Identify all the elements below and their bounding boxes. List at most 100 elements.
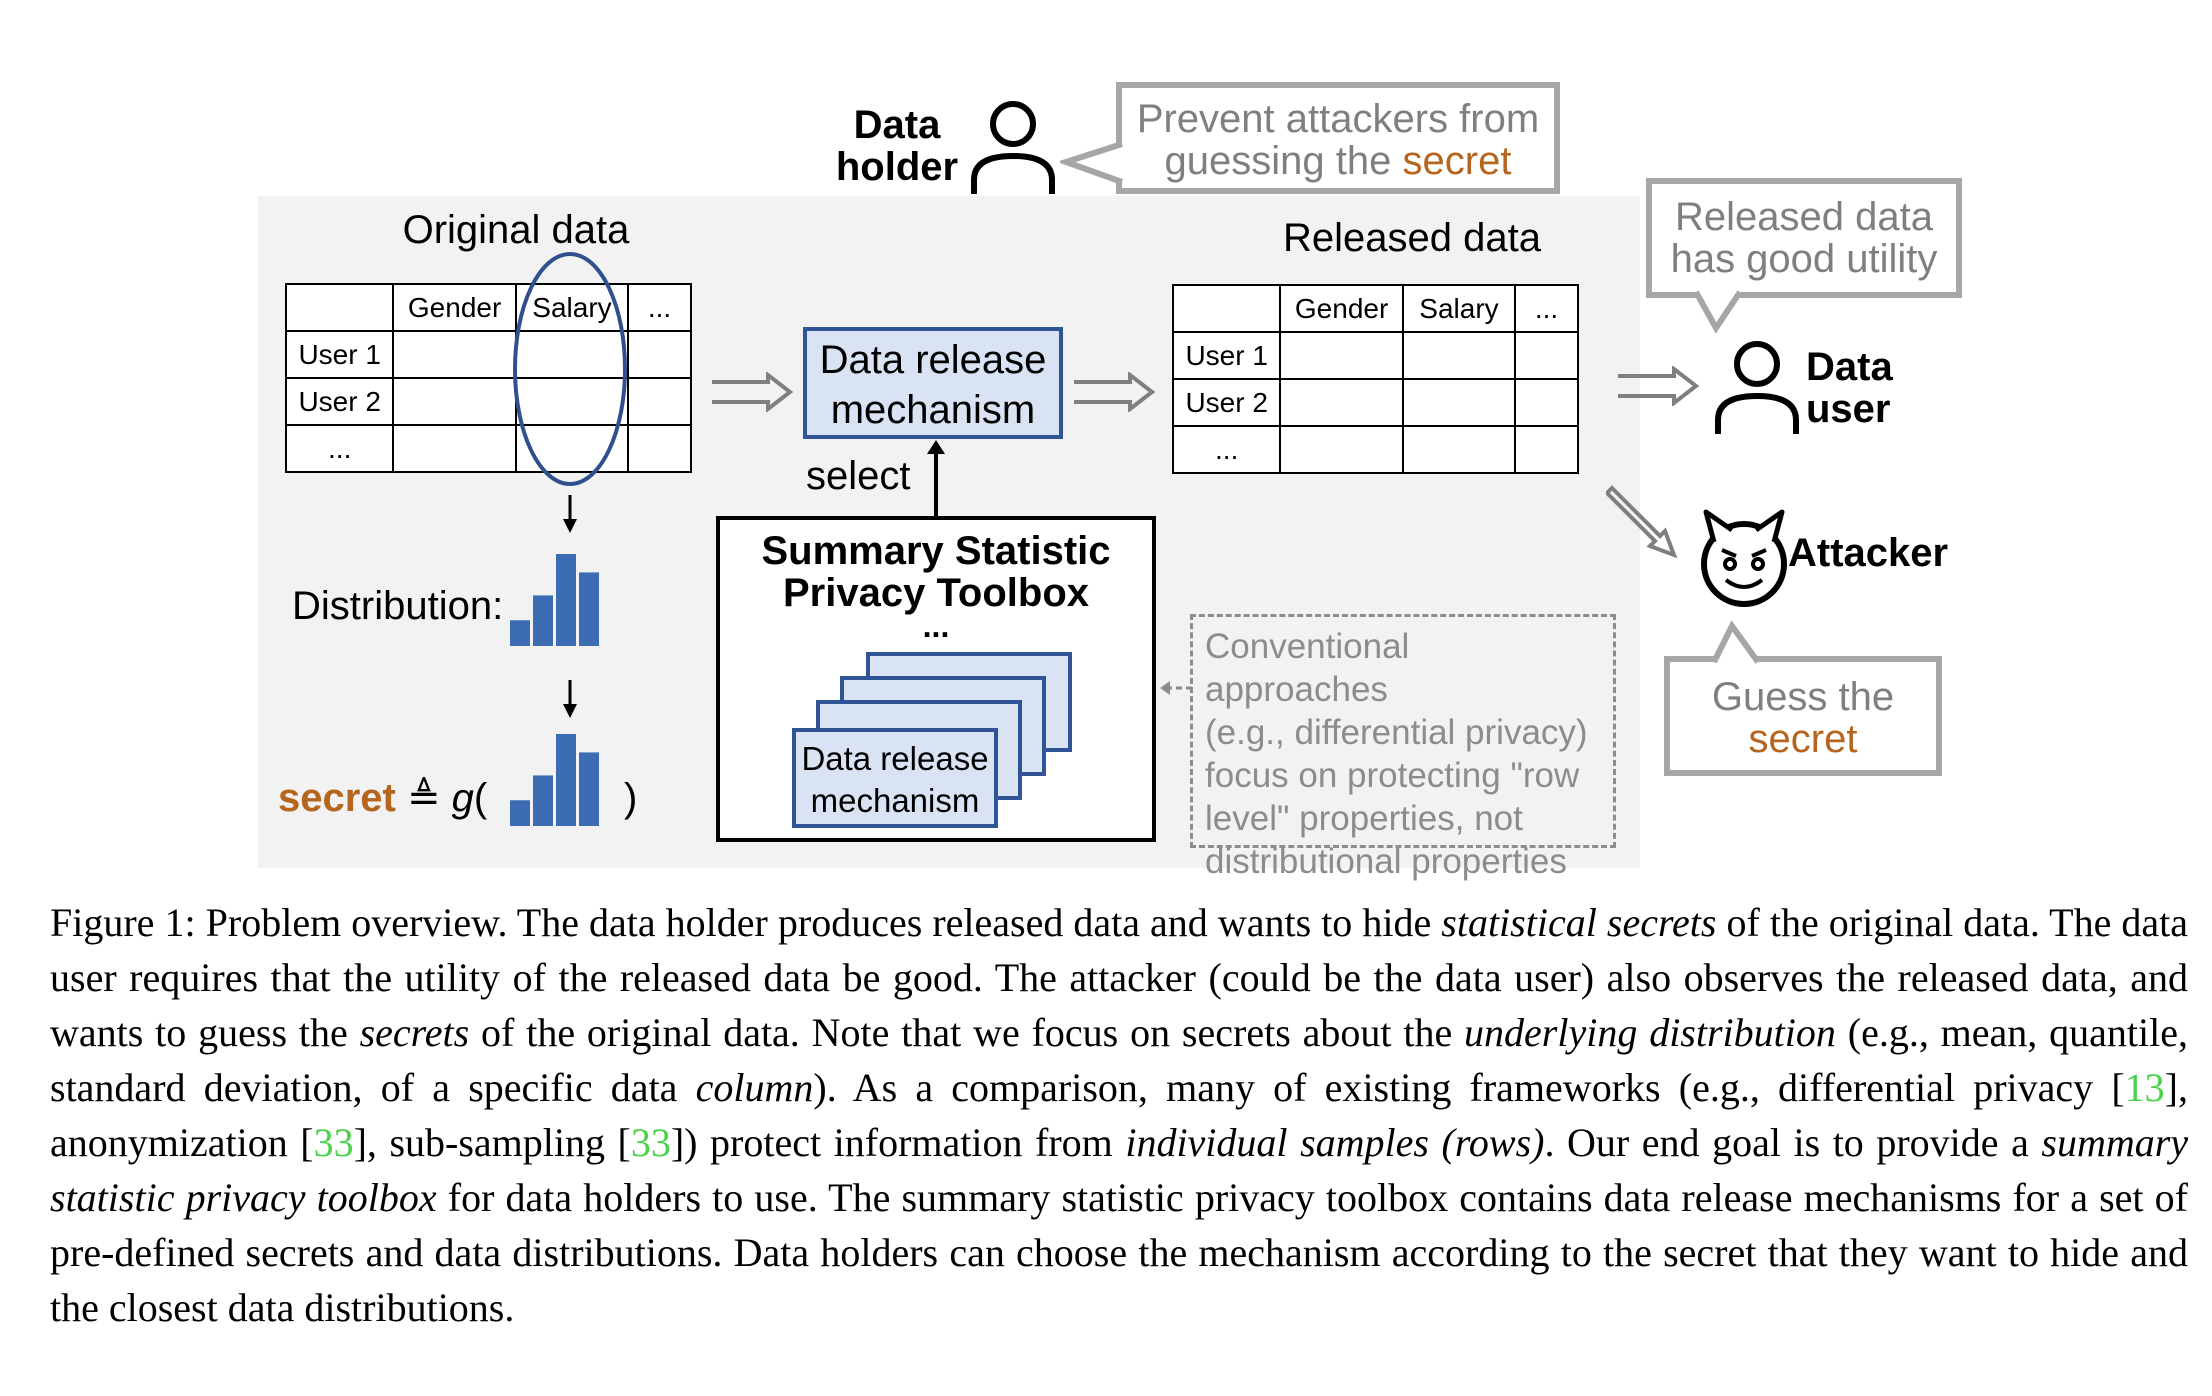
distribution-bar: [556, 554, 576, 646]
note-line: focus on protecting "row: [1205, 756, 1580, 795]
callout-user-line2: has good utility: [1670, 237, 1938, 281]
table-row-label: User 1: [284, 330, 395, 379]
secret-formula: secret ≜ g(: [278, 776, 487, 820]
original-data-title: Original data: [402, 208, 630, 252]
citation-link[interactable]: 33: [630, 1120, 671, 1165]
card-line2: mechanism: [810, 782, 980, 819]
toolbox-ellipsis: ...: [922, 608, 950, 644]
select-label: select: [806, 454, 911, 498]
figure-label: Figure 1:: [50, 900, 196, 945]
arrow-to-attacker: [1606, 485, 1678, 559]
callout-holder-prefix: guessing the: [1164, 139, 1403, 183]
table-cell: [284, 283, 395, 332]
secret-word: secret: [278, 776, 396, 820]
callout-holder-secret: secret: [1402, 139, 1512, 183]
select-arrow: [927, 440, 945, 516]
note-line: (e.g., differential privacy): [1205, 713, 1588, 752]
data-holder-line2: holder: [835, 145, 959, 189]
callout-good-utility: Released data has good utility: [1646, 178, 1962, 298]
distribution-bar: [579, 572, 599, 646]
down-arrow-1: [563, 495, 577, 533]
table-cell: [1279, 425, 1404, 474]
card-line1: Data release: [801, 740, 989, 777]
down-arrow-2: [563, 680, 577, 718]
callout-holder-line1: Prevent attackers from: [1136, 97, 1540, 141]
table-header-gender: Gender: [1279, 284, 1404, 333]
note-line: distributional properties: [1205, 842, 1567, 881]
defeq-symbol: ≜: [407, 776, 452, 820]
table-row-label: User 2: [1171, 378, 1282, 427]
callout-attacker-pointer: [1711, 620, 1761, 664]
caption-text: . Our end goal is to provide a: [1544, 1120, 2042, 1165]
callout-prevent-attackers: Prevent attackers from guessing the secr…: [1116, 82, 1560, 194]
table-cell: [627, 330, 692, 379]
figure-caption: Figure 1: Problem overview. The data hol…: [50, 895, 2188, 1335]
table-cell: [627, 424, 692, 473]
released-data-table: Gender Salary ... User 1 User 2 ...: [1171, 284, 1579, 474]
table-cell: [1514, 378, 1579, 427]
conventional-approaches-note: Conventional approaches (e.g., different…: [1190, 614, 1616, 881]
table-row-label: ...: [284, 424, 395, 473]
released-data-title: Released data: [1283, 216, 1541, 260]
salary-column-ellipse: [513, 252, 627, 486]
caption-emphasis: secrets: [359, 1010, 470, 1055]
citation-link[interactable]: 33: [313, 1120, 354, 1165]
toolbox-card-front: Data release mechanism: [792, 728, 998, 828]
note-line: Conventional approaches: [1205, 627, 1410, 709]
attacker-devil-icon: [1701, 509, 1787, 607]
caption-text: ], anonymization [: [50, 1065, 2188, 1165]
table-cell: [514, 330, 630, 379]
function-g: g: [451, 776, 474, 820]
table-cell: [1401, 331, 1517, 380]
table-cell: [627, 377, 692, 426]
table-row: ...: [1171, 425, 1579, 474]
arrow-to-data-user: [1618, 366, 1700, 406]
caption-emphasis: statistical secrets: [1441, 900, 1717, 945]
table-cell: [1401, 425, 1517, 474]
table-cell: [1279, 378, 1404, 427]
table-row: Gender Salary ...: [284, 283, 692, 332]
table-row: User 1: [1171, 331, 1579, 380]
table-header-more: ...: [627, 283, 692, 332]
table-row: Gender Salary ...: [1171, 284, 1579, 333]
table-row: User 2: [284, 377, 692, 426]
attacker-label: Attacker: [1788, 531, 1949, 575]
table-row-label: ...: [1171, 425, 1282, 474]
table-header-gender: Gender: [392, 283, 517, 332]
data-user-person-icon: [1715, 341, 1799, 434]
caption-text: of the original data. Note that we focus…: [469, 1010, 1465, 1055]
distribution-label: Distribution:: [292, 584, 504, 628]
caption-emphasis: underlying distribution: [1464, 1010, 1836, 1055]
data-holder-label: Data holder: [822, 104, 972, 188]
caption-text: ). As a comparison, many of existing fra…: [813, 1065, 2125, 1110]
table-cell: [392, 377, 517, 426]
callout-holder-line2: guessing the secret: [1122, 140, 1554, 182]
table-row: User 2: [1171, 378, 1579, 427]
caption-text: of the original data. The data user requ…: [50, 900, 2189, 1055]
note-line: level" properties, not: [1205, 799, 1523, 838]
caption-text: for data holders to use. The summary sta…: [50, 1175, 2188, 1330]
callout-guess-secret: Guess the secret: [1664, 656, 1942, 776]
data-holder-line1: Data: [853, 103, 941, 147]
table-header-salary: Salary: [1401, 284, 1517, 333]
table-cell: [1401, 378, 1517, 427]
caption-emphasis: summary statistic privacy toolbox: [50, 1120, 2189, 1220]
data-holder-person-icon: [971, 101, 1055, 194]
callout-attacker-line1: Guess the: [1711, 675, 1895, 719]
distribution-bar: [533, 775, 553, 826]
secret-bar-chart: [510, 734, 599, 826]
data-release-mechanism-box: Data release mechanism: [803, 327, 1063, 439]
table-cell: [1514, 331, 1579, 380]
table-cell: [392, 424, 517, 473]
citation-link[interactable]: 13: [2124, 1065, 2165, 1110]
caption-text: ]) protect information from: [670, 1120, 1126, 1165]
caption-text: Problem overview. The data holder produc…: [195, 900, 1442, 945]
table-cell: [1279, 331, 1404, 380]
close-paren: ): [624, 776, 638, 820]
mechanism-line1: Data release: [819, 338, 1047, 382]
distribution-bar-chart: [510, 554, 599, 646]
distribution-bar: [556, 734, 576, 826]
toolbox-title-line1: Summary Statistic: [761, 529, 1111, 573]
distribution-bar: [510, 800, 530, 826]
distribution-bar: [510, 620, 530, 646]
